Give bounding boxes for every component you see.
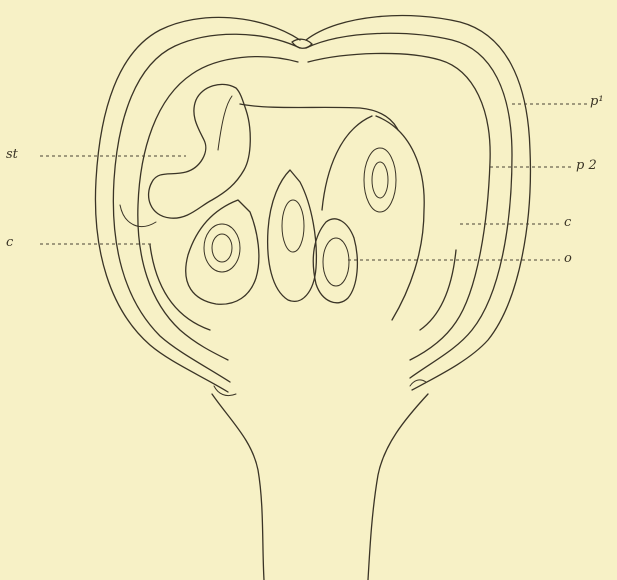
p2-wall xyxy=(138,53,490,360)
carpel-center xyxy=(268,170,317,301)
receptacle-base xyxy=(150,245,456,330)
carpel-left xyxy=(186,200,259,304)
ovule-right xyxy=(323,238,349,286)
stalk xyxy=(212,394,428,580)
ovule-far-right-outer xyxy=(364,148,396,212)
label-p2: p 2 xyxy=(576,159,597,172)
ovule-left-outer xyxy=(204,224,240,272)
carpel-far-right xyxy=(322,116,424,320)
label-c-left: c xyxy=(6,236,13,249)
ovule-left-inner xyxy=(212,234,232,262)
label-c-right: c xyxy=(564,216,571,229)
label-p1: p¹ xyxy=(590,95,604,108)
chamber-roof xyxy=(240,104,398,130)
label-o: o xyxy=(564,252,572,265)
ovule-center xyxy=(282,200,304,252)
stamen-filament xyxy=(120,96,232,227)
p1-inner-wall xyxy=(113,33,512,382)
receptacle-fold-right xyxy=(410,380,426,386)
carpel-right xyxy=(313,219,357,303)
label-st: st xyxy=(6,148,18,161)
ovule-far-right-inner xyxy=(372,162,388,198)
outer-wall xyxy=(95,16,530,392)
